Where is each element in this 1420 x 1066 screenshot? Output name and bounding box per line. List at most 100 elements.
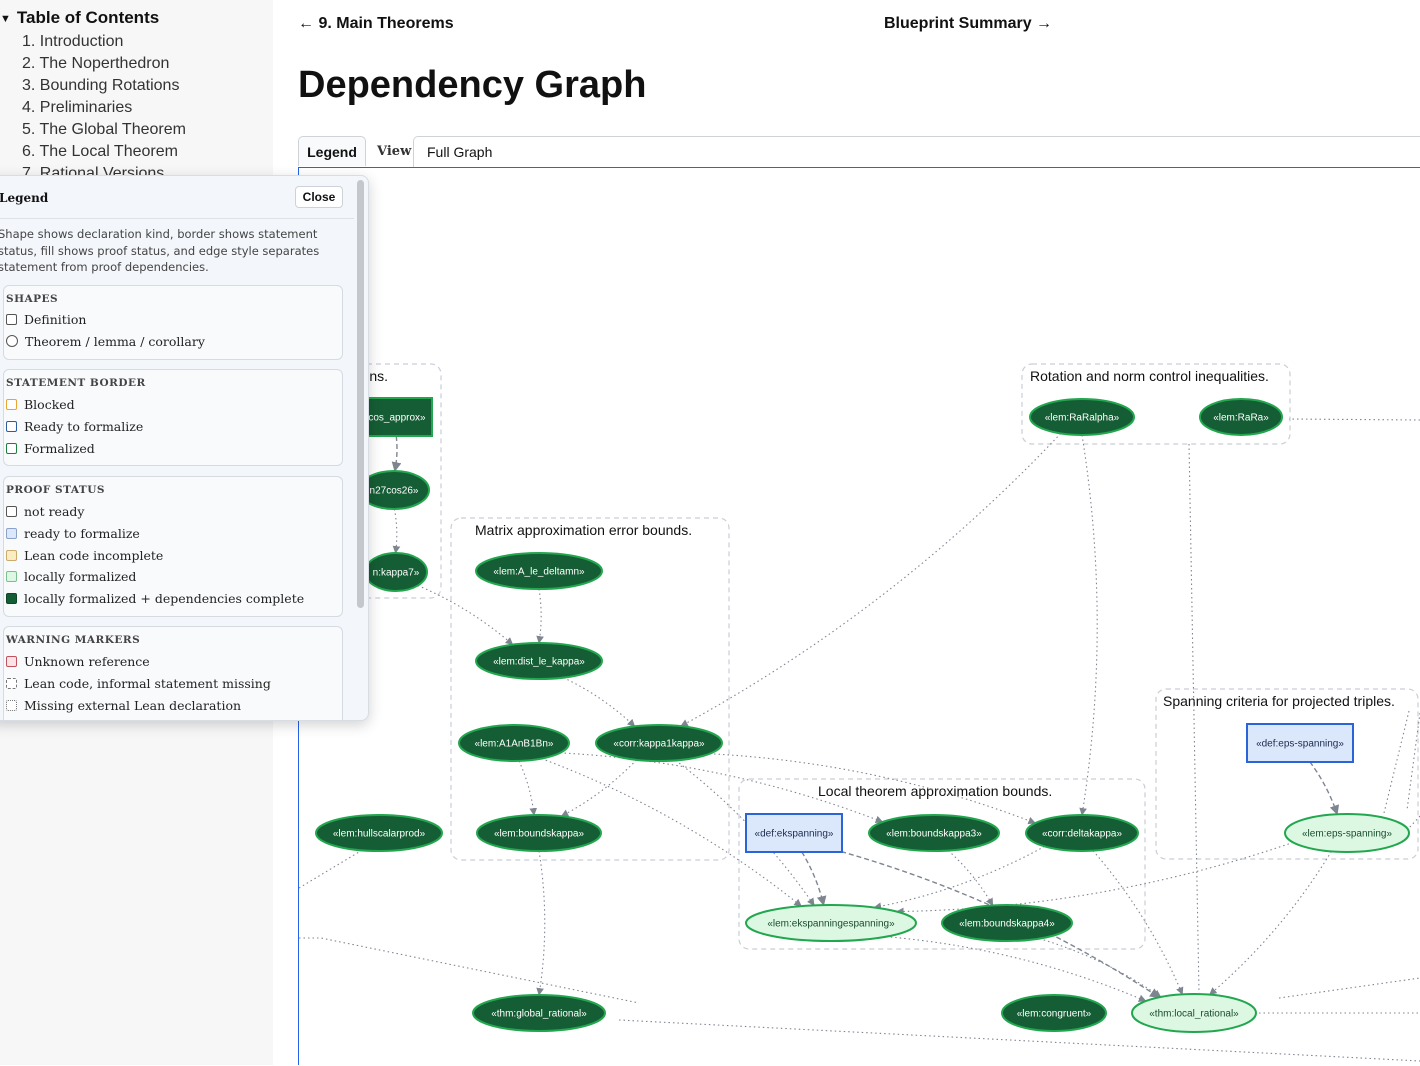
square-swatch-icon: [6, 314, 17, 325]
toc-item-bounding-rotations[interactable]: 3. Bounding Rotations: [22, 77, 180, 94]
theorem-node-shape[interactable]: [595, 724, 723, 762]
graph-node-label: «lem:A1AnB1Bn»: [475, 739, 554, 750]
graph-node-label: «lem:eps-spanning»: [1302, 829, 1392, 840]
legend-button[interactable]: Legend: [298, 136, 366, 166]
proof-dependency-edge: [873, 845, 1045, 911]
graph-node-RaRalpha[interactable]: «lem:RaRalpha»: [1029, 398, 1135, 436]
graph-node-hullscalarprod[interactable]: «lem:hullscalarprod»: [315, 814, 443, 852]
legend-section-title: SHAPES: [6, 293, 59, 305]
legend-item-label: not ready: [24, 504, 85, 519]
graph-node-label: cos_approx»: [368, 413, 426, 424]
page-title: Dependency Graph: [298, 64, 647, 106]
graph-node-ekspanning[interactable]: «def:ekspanning»: [745, 813, 843, 853]
graph-node-RaRa[interactable]: «lem:RaRa»: [1199, 398, 1283, 436]
definition-node-shape[interactable]: [361, 397, 433, 437]
view-select[interactable]: Full Graph: [413, 136, 1420, 167]
toc-item-noperthedron[interactable]: 2. The Noperthedron: [22, 55, 170, 72]
theorem-node-shape[interactable]: [1001, 994, 1107, 1032]
graph-node-A_le_deltamn[interactable]: «lem:A_le_deltamn»: [475, 552, 603, 590]
cluster-label: Spanning criteria for projected triples.: [1163, 693, 1395, 709]
legend-item-label: Missing external Lean declaration: [24, 698, 242, 713]
proof-dependency-edge: [536, 588, 544, 644]
graph-node-A1AnB1Bn[interactable]: «lem:A1AnB1Bn»: [458, 724, 570, 762]
view-label: View: [377, 144, 412, 159]
theorem-node-shape[interactable]: [475, 552, 603, 590]
theorem-node-shape[interactable]: [458, 724, 570, 762]
graph-node-label: «def:eps-spanning»: [1256, 739, 1344, 750]
dependency-graph-svg[interactable]: ximations.Rotation and norm control ineq…: [299, 168, 1420, 1066]
theorem-node-shape[interactable]: [868, 814, 1000, 852]
theorem-node-shape[interactable]: [1131, 993, 1257, 1033]
graph-node-eps-spanning-lem[interactable]: «lem:eps-spanning»: [1284, 813, 1410, 853]
proof-dependency-edge: [1092, 850, 1184, 996]
legend-item-label: Lean code incomplete: [24, 548, 164, 563]
graph-node-boundskappa4[interactable]: «lem:boundskappa4»: [941, 904, 1073, 942]
prev-chapter-link[interactable]: ← 9. Main Theorems: [298, 15, 454, 32]
proof-dependency-edge: [299, 937, 640, 1004]
legend-item-formalized: Formalized: [6, 440, 95, 458]
graph-node-congruent[interactable]: «lem:congruent»: [1001, 994, 1107, 1032]
legend-item-dependencies-complete: locally formalized + dependencies comple…: [6, 590, 304, 608]
graph-node-kappa1kappa[interactable]: «corr:kappa1kappa»: [595, 724, 723, 762]
graph-node-cos_approx[interactable]: cos_approx»: [361, 397, 433, 437]
theorem-node-shape[interactable]: [1029, 398, 1135, 436]
legend-scrollbar[interactable]: [357, 180, 364, 608]
legend-section-shapes: SHAPES Definition Theorem / lemma / coro…: [3, 285, 343, 360]
graph-node-ekspanningespanning[interactable]: «lem:ekspanningespanning»: [745, 904, 917, 942]
theorem-node-shape[interactable]: [941, 904, 1073, 942]
toc-item-global-theorem[interactable]: 5. The Global Theorem: [22, 121, 186, 138]
toc-item-introduction[interactable]: 1. Introduction: [22, 33, 124, 50]
toc-item-local-theorem[interactable]: 6. The Local Theorem: [22, 143, 178, 160]
definition-node-shape[interactable]: [1246, 723, 1354, 763]
legend-item-label: Definition: [24, 312, 87, 327]
proof-dependency-edge: [886, 936, 1147, 1002]
graph-node-deltakappa[interactable]: «corr:deltakappa»: [1025, 814, 1139, 852]
next-chapter-link[interactable]: Blueprint Summary →: [884, 15, 1053, 32]
graph-node-dist_le_kappa[interactable]: «lem:dist_le_kappa»: [475, 642, 603, 680]
proof-dependency-edge: [1278, 977, 1420, 999]
toc-toggle[interactable]: ▼Table of Contents: [0, 8, 159, 28]
graph-node-kappa7[interactable]: n:kappa7»: [364, 552, 428, 592]
theorem-node-shape[interactable]: [1025, 814, 1139, 852]
toc-item-preliminaries[interactable]: 4. Preliminaries: [22, 99, 133, 116]
graph-node-n27cos26[interactable]: n27cos26»: [358, 470, 430, 510]
graph-node-label: «def:ekspanning»: [755, 829, 834, 840]
theorem-node-shape[interactable]: [1284, 813, 1410, 853]
legend-item-label: Lean code, informal statement missing: [24, 676, 271, 691]
proof-dependency-edge: [1408, 815, 1420, 829]
legend-close-button[interactable]: Close: [295, 186, 343, 208]
proof-dependency-edge: [560, 759, 637, 817]
graph-node-label: «lem:ekspanningespanning»: [767, 919, 895, 930]
statement-dependency-edge: [391, 435, 402, 472]
theorem-node-shape[interactable]: [475, 642, 603, 680]
white-fill-swatch-icon: [6, 506, 17, 517]
cluster-box: [1021, 363, 1291, 445]
blue-fill-swatch-icon: [6, 528, 17, 539]
theorem-node-shape[interactable]: [1199, 398, 1283, 436]
graph-cluster: Spanning criteria for projected triples.: [1155, 688, 1419, 860]
proof-dependency-edge: [518, 760, 538, 816]
graph-node-global_rational[interactable]: «thm:global_rational»: [472, 994, 606, 1032]
dotted-border-swatch-icon: [6, 700, 17, 711]
theorem-node-shape[interactable]: [472, 994, 606, 1032]
graph-node-label: «lem:boundskappa3»: [886, 829, 982, 840]
graph-node-boundskappa[interactable]: «lem:boundskappa»: [476, 814, 602, 852]
legend-section-proof-status: PROOF STATUS not ready ready to formaliz…: [3, 476, 343, 617]
proof-dependency-edge: [563, 677, 636, 727]
theorem-node-shape[interactable]: [476, 814, 602, 852]
legend-item-ready-to-formalize: Ready to formalize: [6, 418, 143, 436]
legend-item-label: locally formalized + dependencies comple…: [24, 591, 305, 606]
definition-node-shape[interactable]: [745, 813, 843, 853]
graph-node-label: «corr:deltakappa»: [1042, 829, 1122, 840]
graph-node-boundskappa3[interactable]: «lem:boundskappa3»: [868, 814, 1000, 852]
theorem-node-shape[interactable]: [745, 904, 917, 942]
theorem-node-shape[interactable]: [315, 814, 443, 852]
graph-node-eps-spanning-def[interactable]: «def:eps-spanning»: [1246, 723, 1354, 763]
proof-dependency-edge: [536, 850, 546, 996]
dependency-graph-canvas[interactable]: ximations.Rotation and norm control ineq…: [298, 167, 1420, 1065]
legend-section-warning-markers: WARNING MARKERS Unknown reference Lean c…: [3, 626, 343, 720]
proof-dependency-edge: [417, 585, 514, 646]
proof-dependency-edge: [1406, 712, 1420, 811]
graph-node-local_rational[interactable]: «thm:local_rational»: [1131, 993, 1257, 1033]
legend-item-label: ready to formalize: [24, 526, 140, 541]
